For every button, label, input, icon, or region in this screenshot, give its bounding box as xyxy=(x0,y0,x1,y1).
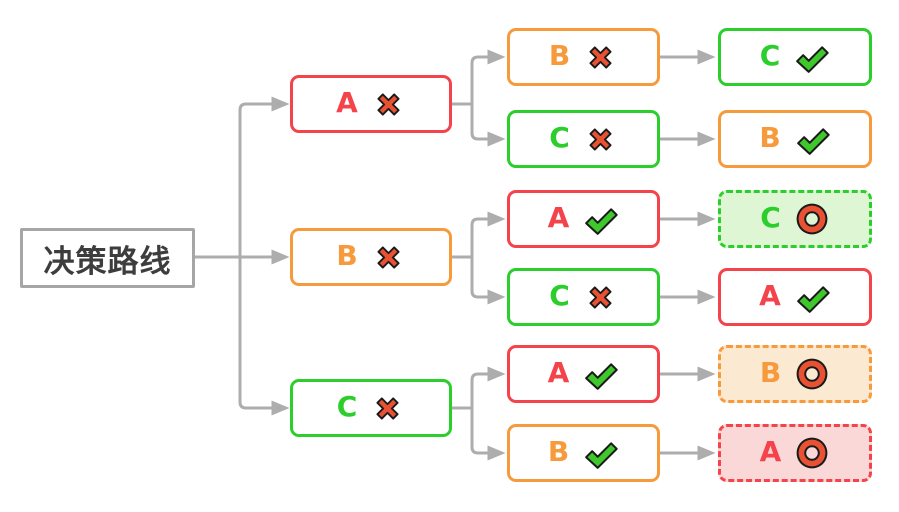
node-C-cross: C xyxy=(507,268,660,326)
node-label: A xyxy=(759,435,782,468)
node-B-ring: B xyxy=(718,345,872,403)
node-A-ring: A xyxy=(718,424,872,482)
node-label: A xyxy=(547,201,570,234)
check-mark-icon xyxy=(582,356,619,393)
hollow-circle-icon xyxy=(794,356,830,392)
cross-mark-icon xyxy=(583,280,618,315)
check-mark-icon xyxy=(582,201,619,238)
node-label: C xyxy=(760,201,781,234)
check-mark-icon xyxy=(793,39,830,76)
root-node-label: 决策路线 xyxy=(43,243,172,280)
node-label: C xyxy=(549,121,570,154)
node-B-cross: B xyxy=(290,228,452,286)
node-label: B xyxy=(759,121,781,154)
check-mark-icon xyxy=(794,279,831,316)
node-A-check: A xyxy=(507,345,660,403)
hollow-circle-icon xyxy=(794,201,830,237)
node-label: A xyxy=(336,86,358,119)
node-label: A xyxy=(547,356,570,389)
node-B-check: B xyxy=(718,110,872,168)
node-A-check: A xyxy=(507,190,660,248)
node-label: B xyxy=(547,435,570,468)
node-label: C xyxy=(549,279,570,312)
node-C-check: C xyxy=(718,28,872,86)
node-label: B xyxy=(336,239,358,272)
root-node: 决策路线 xyxy=(20,228,195,288)
cross-mark-icon xyxy=(371,87,406,122)
check-mark-icon xyxy=(794,121,831,158)
node-C-cross: C xyxy=(507,110,660,168)
node-A-check: A xyxy=(718,268,872,326)
node-label: B xyxy=(759,356,782,389)
hollow-circle-icon xyxy=(794,435,830,471)
cross-mark-icon xyxy=(371,240,406,275)
node-label: C xyxy=(759,39,781,72)
check-mark-icon xyxy=(582,435,619,472)
cross-mark-icon xyxy=(370,391,405,426)
node-label: A xyxy=(759,279,781,312)
cross-mark-icon xyxy=(583,40,618,75)
cross-mark-icon xyxy=(583,122,618,157)
node-B-cross: B xyxy=(507,28,660,86)
node-A-cross: A xyxy=(290,75,452,133)
node-C-cross: C xyxy=(290,379,452,437)
node-label: C xyxy=(336,390,358,423)
node-B-check: B xyxy=(507,424,660,482)
node-C-ring: C xyxy=(718,190,872,248)
node-label: B xyxy=(548,39,571,72)
